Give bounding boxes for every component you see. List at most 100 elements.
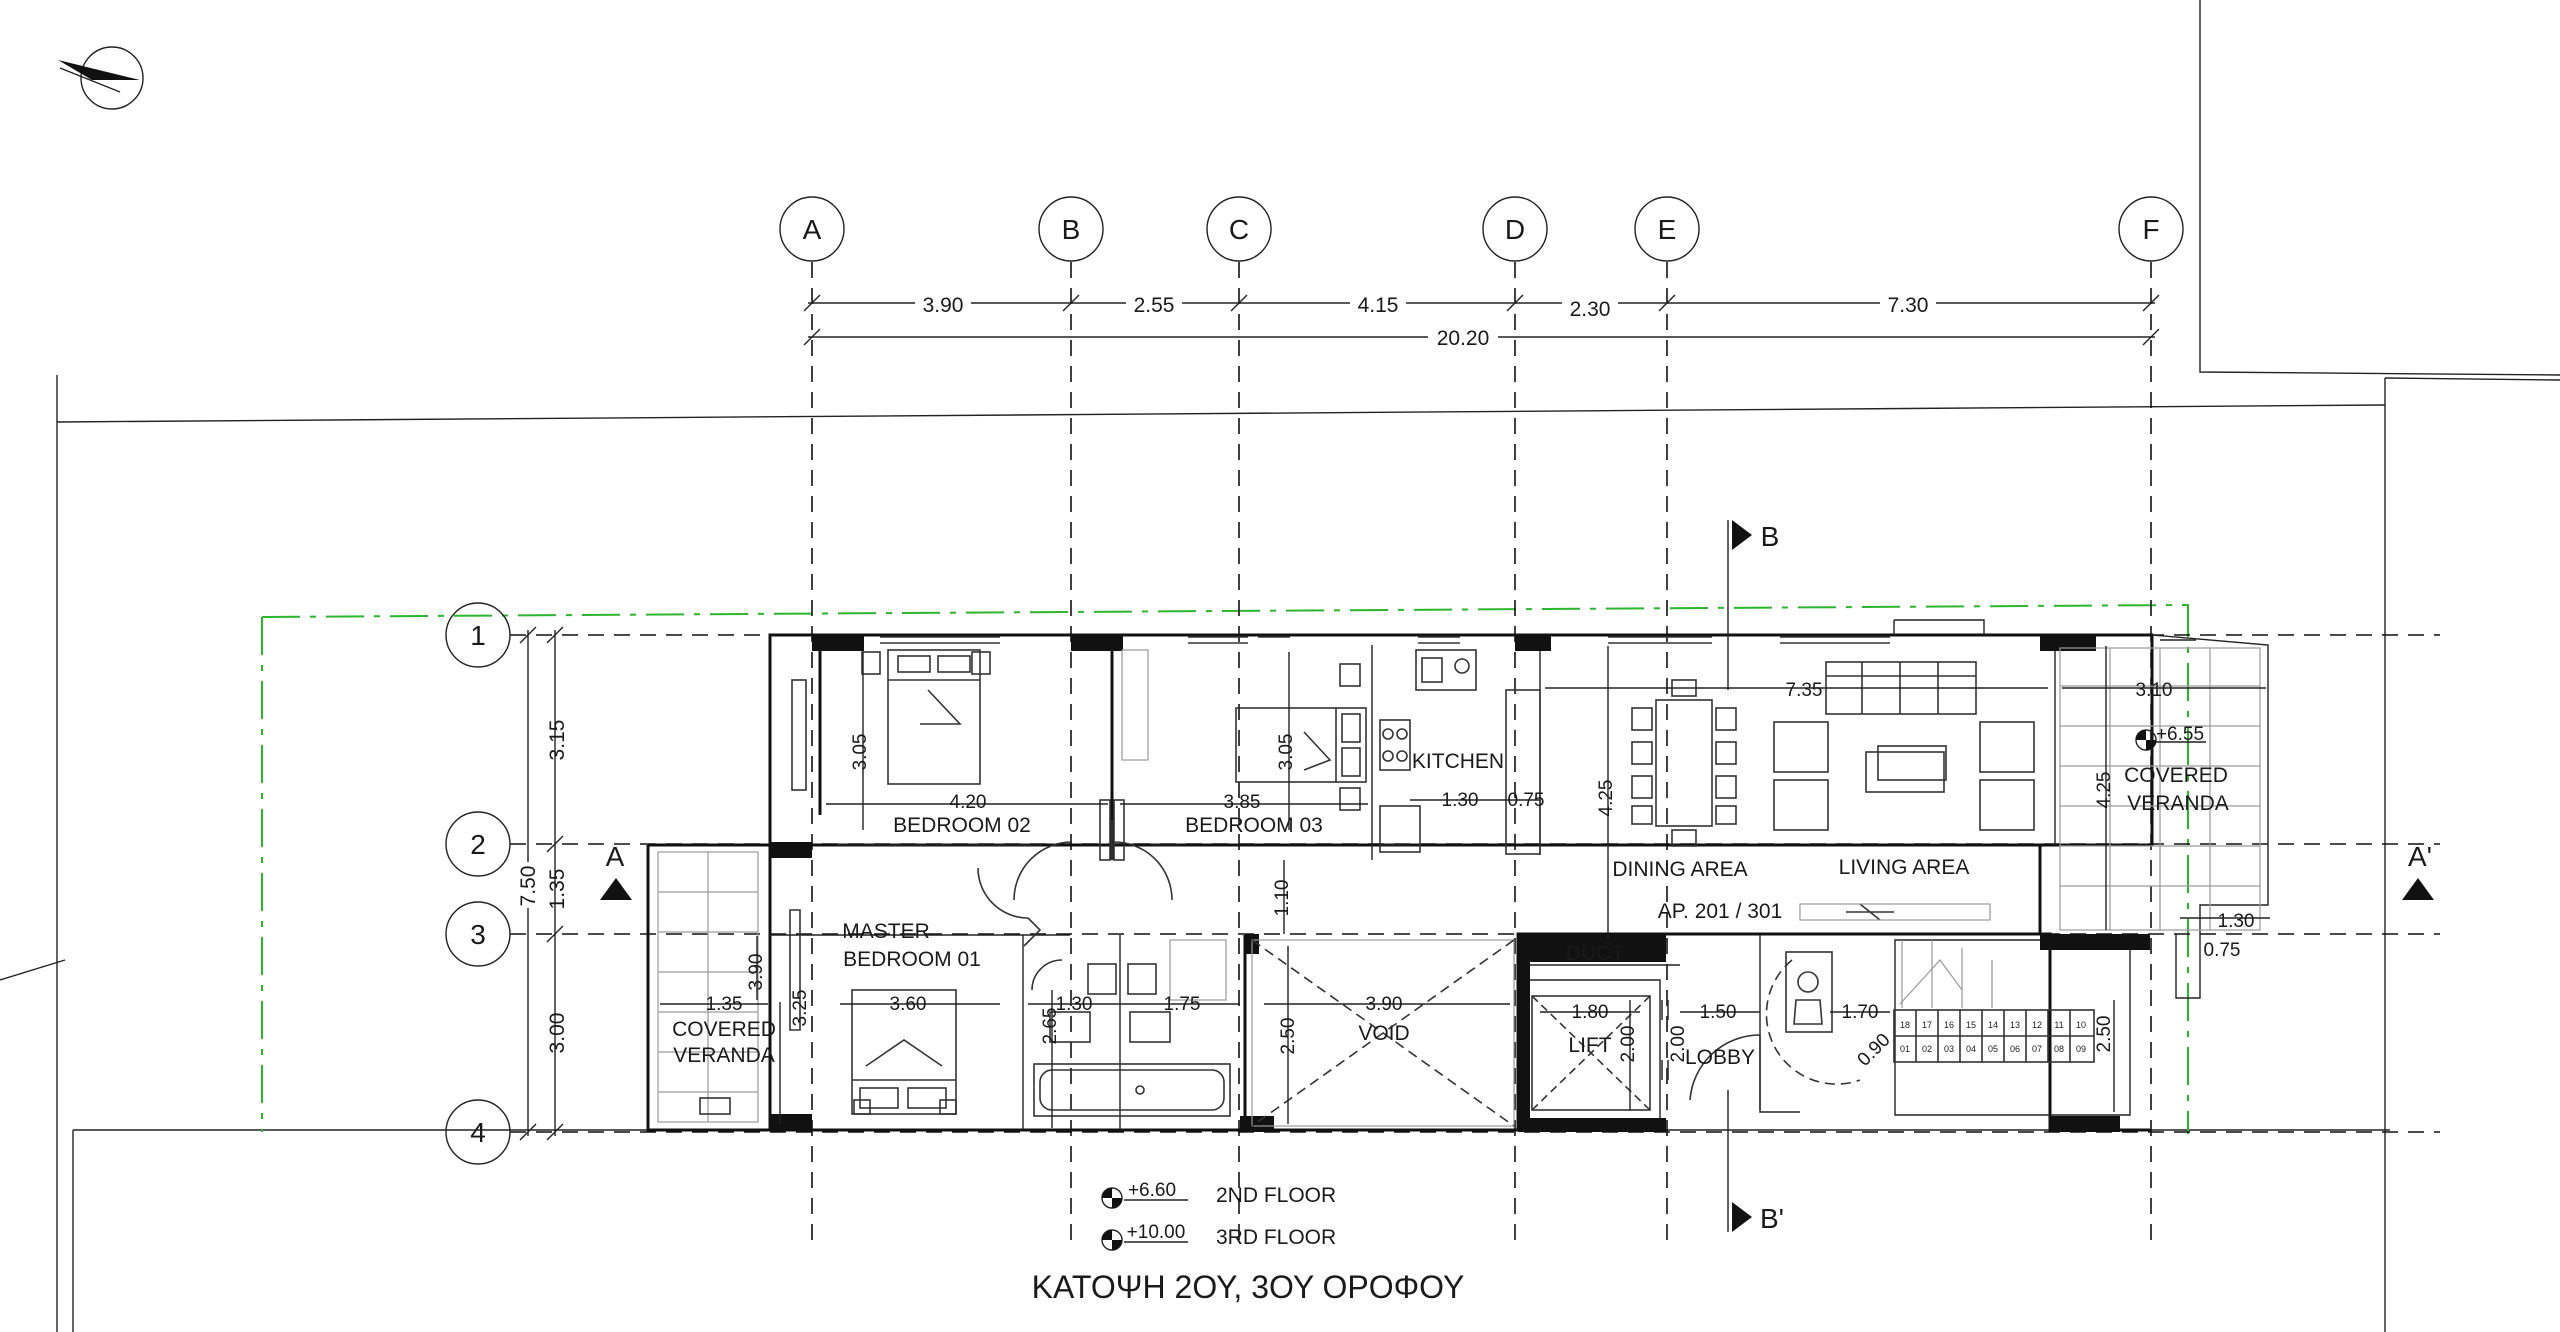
svg-text:15: 15 (1966, 1020, 1976, 1030)
svg-text:09: 09 (2076, 1044, 2086, 1054)
svg-text:1.75: 1.75 (1164, 994, 1201, 1015)
dim-C-D: 4.15 (1358, 294, 1399, 317)
svg-text:1: 1 (470, 620, 486, 651)
lobby-door-icon (1689, 951, 1861, 1110)
kitchen-fixtures (1379, 649, 1541, 855)
svg-text:07: 07 (2032, 1044, 2042, 1054)
label-living-area: LIVING AREA (1839, 856, 1970, 879)
svg-text:3.05: 3.05 (1276, 734, 1297, 771)
svg-text:1.10: 1.10 (1272, 880, 1293, 917)
dim-D-E: 2.30 (1570, 298, 1611, 321)
svg-text:11: 11 (2054, 1020, 2063, 1030)
svg-text:3.25: 3.25 (790, 990, 811, 1027)
svg-text:B: B (1761, 521, 1780, 552)
svg-text:10: 10 (2076, 1020, 2086, 1030)
svg-text:D: D (1505, 214, 1525, 245)
column-dimension-chain: 3.90 2.55 4.15 2.30 7.30 20.20 (803, 290, 2160, 350)
dim-3-4: 3.00 (546, 1013, 569, 1054)
svg-text:C: C (1229, 214, 1249, 245)
section-marker-A-prime: A' (2402, 841, 2434, 900)
svg-text:7.35: 7.35 (1786, 680, 1823, 701)
label-kitchen: KITCHEN (1412, 750, 1504, 773)
svg-text:3RD FLOOR: 3RD FLOOR (1216, 1226, 1336, 1249)
svg-text:1.50: 1.50 (1700, 1002, 1737, 1023)
label-master-1: MASTER (842, 920, 930, 943)
svg-text:+6.60: +6.60 (1128, 1180, 1176, 1201)
svg-text:3.10: 3.10 (2136, 680, 2173, 701)
label-void: VOID (1358, 1022, 1409, 1045)
svg-text:2ND FLOOR: 2ND FLOOR (1216, 1184, 1336, 1207)
label-apartment: AP. 201 / 301 (1658, 900, 1783, 923)
svg-text:2.00: 2.00 (1618, 1026, 1639, 1063)
svg-text:3.90: 3.90 (1366, 994, 1403, 1015)
svg-text:2.00: 2.00 (1668, 1026, 1689, 1063)
grid-bubble-F: F (2118, 196, 2184, 262)
label-dining-area: DINING AREA (1612, 858, 1747, 881)
svg-text:4.25: 4.25 (2094, 772, 2115, 809)
svg-text:E: E (1658, 214, 1677, 245)
svg-text:F: F (2142, 214, 2159, 245)
level-legend-2nd-floor: +6.60 2ND FLOOR (1101, 1180, 1336, 1209)
svg-text:1.35: 1.35 (706, 994, 743, 1015)
label-bedroom-02: BEDROOM 02 (893, 814, 1031, 837)
dim-B-C: 2.55 (1134, 294, 1175, 317)
label-bedroom-03: BEDROOM 03 (1185, 814, 1323, 837)
svg-text:B: B (1062, 214, 1081, 245)
svg-text:1.70: 1.70 (1842, 1002, 1879, 1023)
grid-bubble-A: A (779, 196, 845, 262)
svg-text:0.75: 0.75 (2204, 940, 2241, 961)
dim-2-3: 1.35 (546, 869, 569, 910)
north-arrow-icon (58, 46, 144, 110)
level-legend-3rd-floor: +10.00 3RD FLOOR (1101, 1222, 1336, 1251)
windows (880, 636, 1890, 644)
svg-text:2.50: 2.50 (1278, 1018, 1299, 1055)
veranda-left-paving (657, 851, 759, 1123)
svg-text:02: 02 (1922, 1044, 1932, 1054)
svg-text:17: 17 (1922, 1020, 1932, 1030)
svg-text:B': B' (1760, 1203, 1784, 1234)
dim-overall-depth: 7.50 (517, 866, 540, 907)
svg-text:0.75: 0.75 (1508, 790, 1545, 811)
svg-text:12: 12 (2032, 1020, 2042, 1030)
svg-text:4.25: 4.25 (1596, 780, 1617, 817)
svg-text:03: 03 (1944, 1044, 1954, 1054)
section-marker-B-prime: B' (1727, 1090, 1784, 1234)
dim-1-2: 3.15 (546, 720, 569, 761)
grid-bubble-E: E (1634, 196, 1700, 262)
structural-columns (770, 635, 2150, 1132)
svg-text:3: 3 (470, 919, 486, 950)
grid-lines-vertical (811, 262, 2152, 1240)
void-cross (1251, 939, 1515, 1127)
svg-text:1.30: 1.30 (2218, 911, 2255, 932)
exterior-walls (646, 619, 2269, 1132)
svg-text:+10.00: +10.00 (1127, 1222, 1186, 1243)
dim-overall-width: 20.20 (1437, 327, 1490, 350)
grid-bubble-B: B (1038, 196, 1104, 262)
bed-bedroom-02 (791, 649, 991, 791)
veranda-right-paving (2059, 647, 2261, 931)
setback-line (261, 603, 2189, 1134)
svg-text:1.30: 1.30 (1442, 790, 1479, 811)
svg-text:3.85: 3.85 (1224, 792, 1261, 813)
svg-text:3.05: 3.05 (850, 734, 871, 771)
svg-text:08: 08 (2054, 1044, 2064, 1054)
svg-text:4.20: 4.20 (950, 792, 987, 813)
svg-text:2.50: 2.50 (2094, 1016, 2115, 1053)
grid-bubble-1: 1 (445, 602, 511, 668)
label-covered-veranda-right-1: COVERED (2124, 764, 2228, 787)
label-master-2: BEDROOM 01 (843, 948, 981, 971)
dining-table (1631, 679, 1737, 847)
label-lobby: LOBBY (1685, 1046, 1755, 1069)
svg-text:18: 18 (1900, 1020, 1910, 1030)
bathroom-fixtures (1031, 939, 1231, 1117)
svg-text:3.60: 3.60 (890, 994, 927, 1015)
svg-text:A': A' (2408, 841, 2432, 872)
grid-bubble-C: C (1206, 196, 1272, 262)
interior-dimension-lines (660, 646, 2270, 1128)
svg-text:06: 06 (2010, 1044, 2020, 1054)
svg-text:2.65: 2.65 (1040, 1008, 1061, 1045)
row-dimension-chain: 3.15 1.35 3.00 7.50 (515, 626, 569, 1141)
label-duct: DUCT (1566, 942, 1624, 965)
section-marker-B: B (1727, 520, 1780, 690)
